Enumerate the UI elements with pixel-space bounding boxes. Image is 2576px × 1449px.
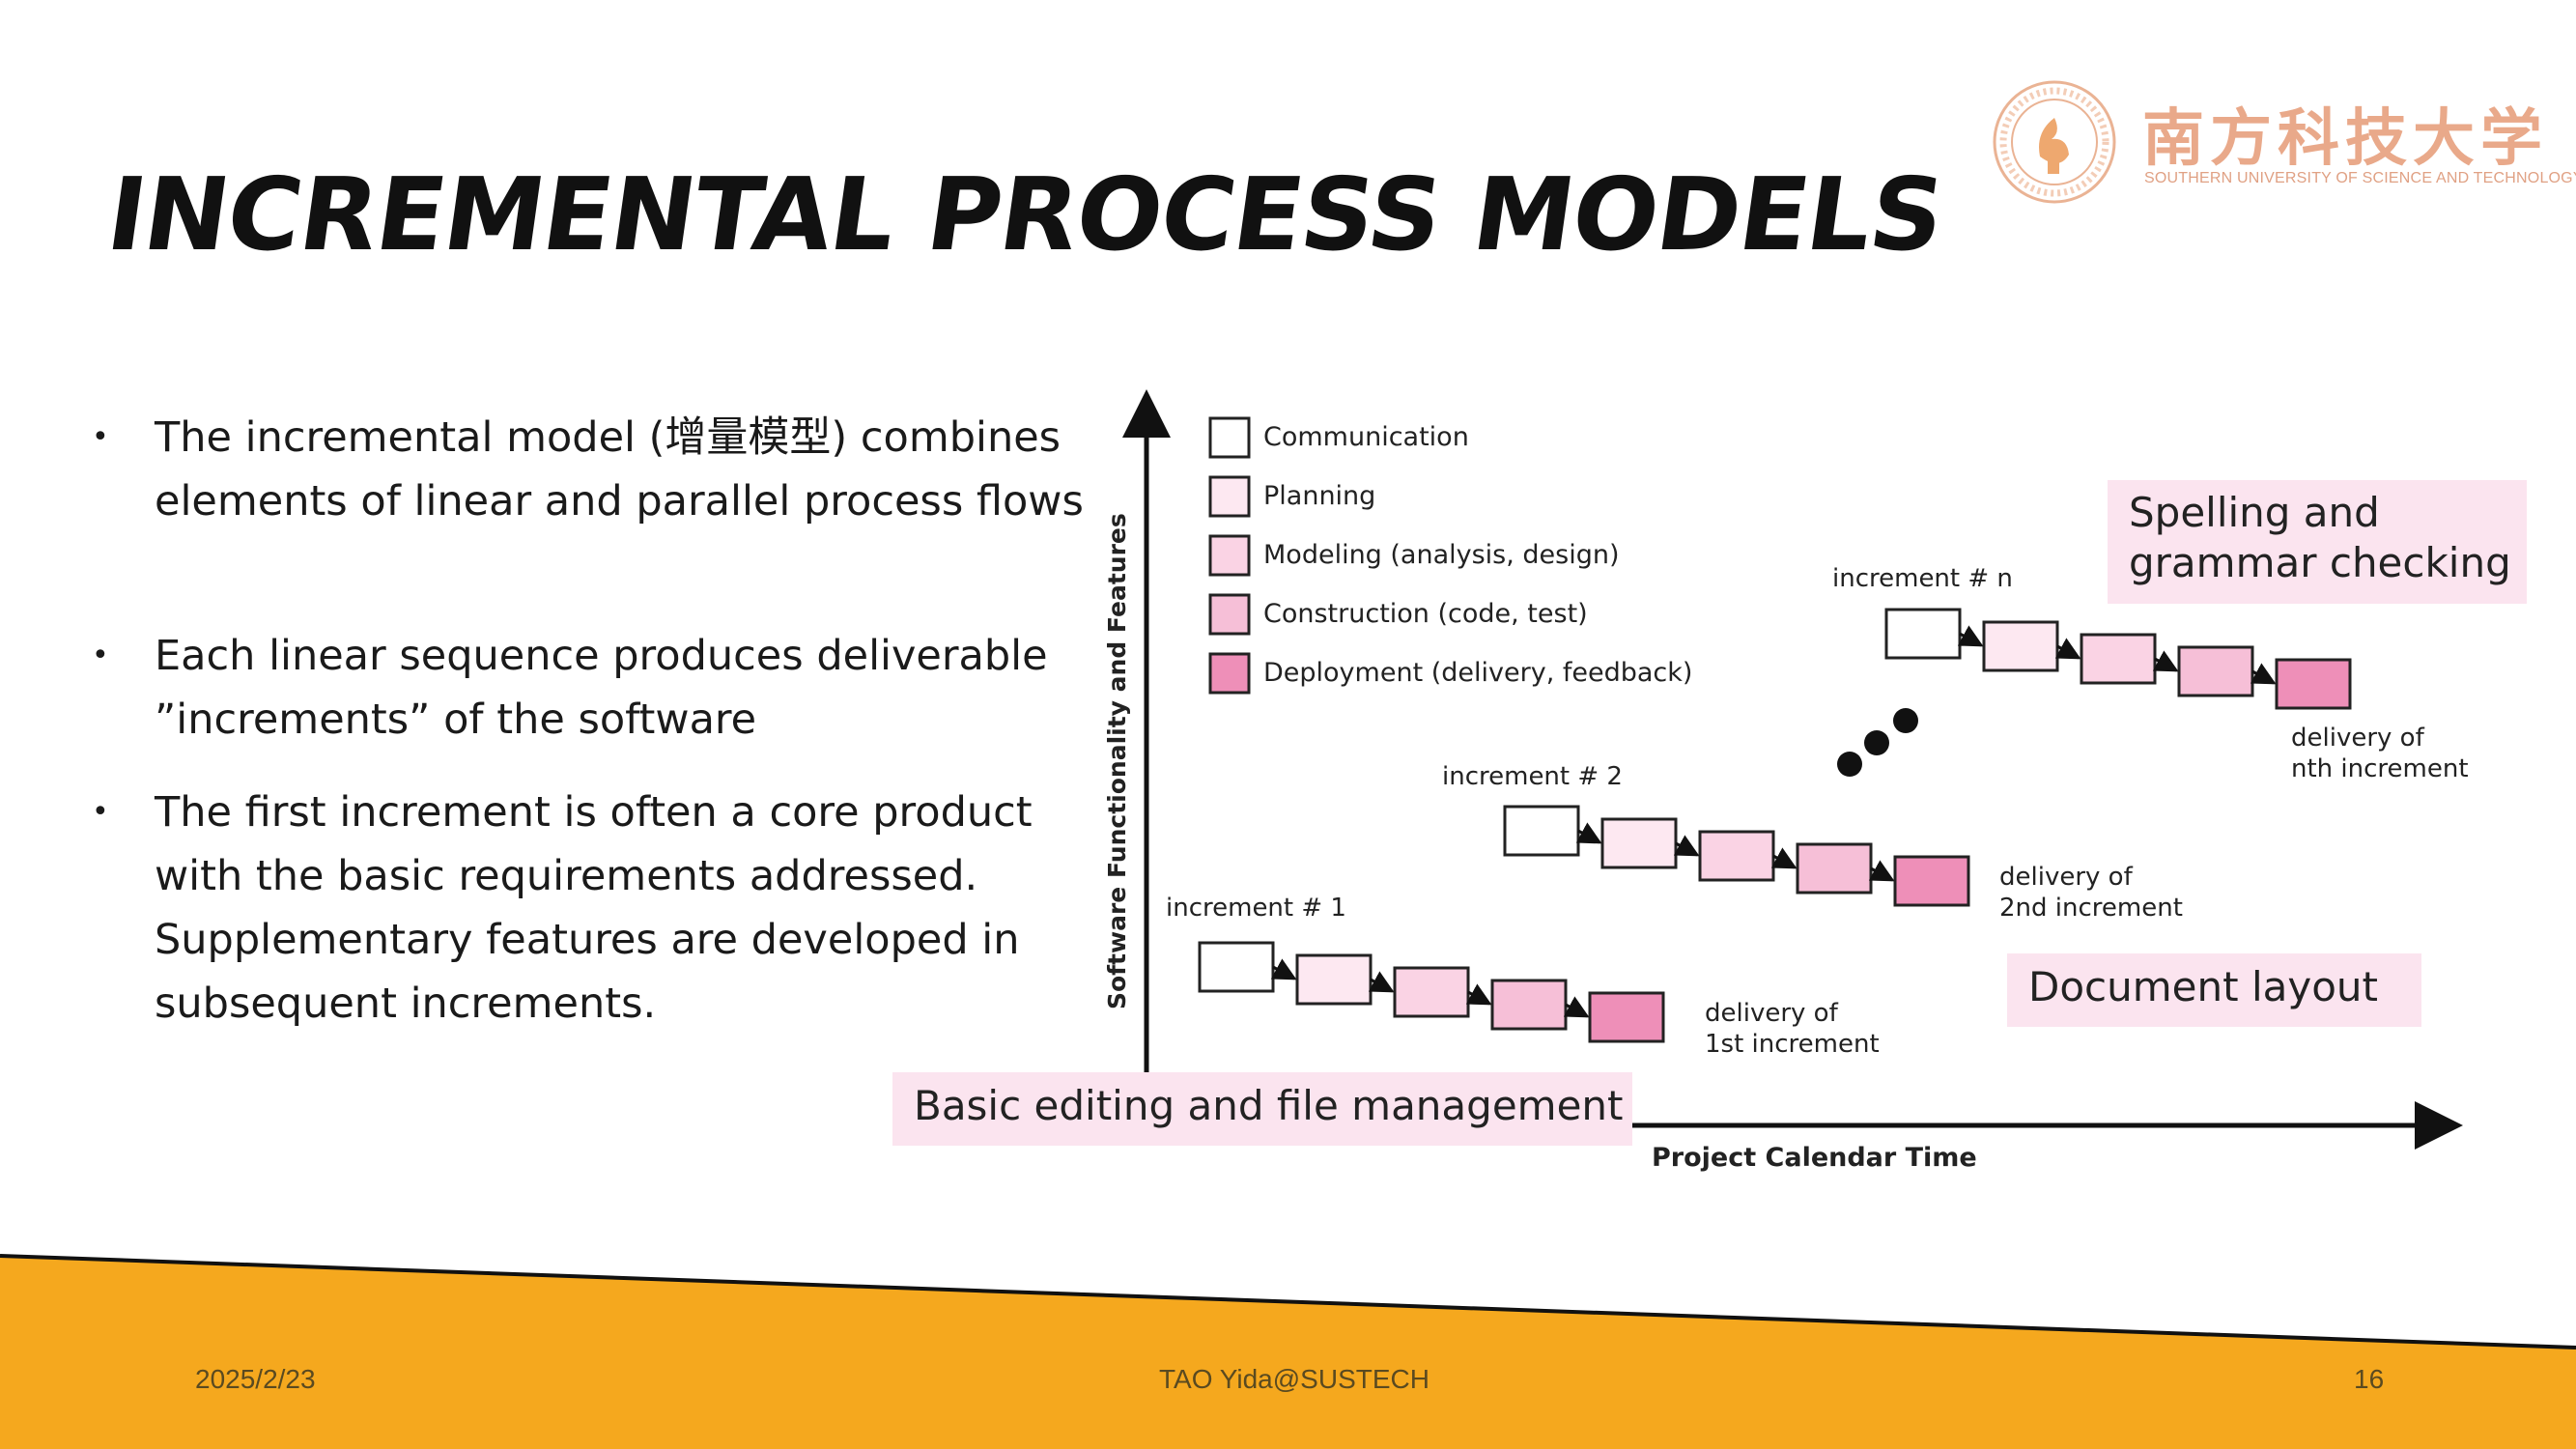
delivery-label: delivery of [2291,724,2425,753]
flow-arrow [2250,663,2277,685]
phase-construction [1490,979,1568,1031]
legend-item: Deployment (delivery, feedback) [1208,652,1692,695]
ellipsis-dot [1893,708,1918,733]
phase-planning [1600,817,1678,869]
university-seal-icon [1993,80,2116,204]
ellipsis-dots [1837,708,1918,777]
increment-n: increment # n delivery of nth increment [1832,564,2469,783]
bullet-text: The incremental model (增量模型) combines el… [155,413,1084,526]
increment-label: increment # 2 [1442,762,1623,791]
legend-label: Construction (code, test) [1263,599,1588,629]
delivery-label: nth increment [2291,754,2469,783]
phase-communication [1884,608,1962,660]
phase-modeling [2080,633,2157,685]
ellipsis-dot [1837,752,1862,777]
delivery-label: 1st increment [1705,1030,1880,1059]
flow-arrow [1868,860,1895,882]
legend-label: Modeling (analysis, design) [1263,540,1620,570]
bullet-dot-icon: • [92,795,109,829]
callout-spelling-grammar: Spelling and grammar checking [2108,480,2527,604]
bullet-dot-icon: • [92,420,109,454]
flow-arrow [1563,996,1590,1018]
footer-author: TAO Yida@SUSTECH [1159,1364,1430,1394]
legend-swatch [1208,534,1251,577]
delivery-label: delivery of [1705,999,1839,1028]
phase-construction [1796,842,1873,895]
bullet-text: The first increment is often a core prod… [155,788,1033,1028]
delivery-label: delivery of [1999,863,2134,892]
legend-swatch [1208,416,1251,459]
flow-arrow [1270,958,1297,980]
phase-planning [1982,620,2059,672]
phase-deployment [1893,855,1970,907]
increment-label: increment # 1 [1166,894,1346,923]
flow-arrow [1957,625,1984,647]
legend-item: Planning [1208,475,1375,518]
incremental-model-diagram: Software Functionality and Features Proj… [1062,382,2473,1203]
increment-1: increment # 1 delivery of 1st increment [1166,894,1880,1059]
increment-2: increment # 2 delivery of 2nd increment [1442,762,2183,923]
footer-date: 2025/2/23 [195,1364,316,1394]
y-axis-label: Software Functionality and Features [1103,513,1131,1009]
legend-item: Construction (code, test) [1208,593,1588,636]
x-axis-label: Project Calendar Time [1652,1143,1977,1173]
phase-construction [2177,645,2254,697]
legend-item: Modeling (analysis, design) [1208,534,1620,577]
legend-swatch [1208,593,1251,636]
phase-communication [1503,805,1580,857]
legend-label: Planning [1263,481,1375,511]
phase-deployment [1588,991,1665,1043]
flow-arrow [1465,983,1492,1006]
phase-communication [1198,941,1275,993]
flow-arrow [2152,650,2179,672]
slide-title: INCREMENTAL PROCESS MODELS [99,156,1951,273]
logo-english-name: SOUTHERN UNIVERSITY OF SCIENCE AND TECHN… [2144,170,2576,186]
legend-swatch [1208,475,1251,518]
flow-arrow [1770,847,1798,869]
callout-document-layout: Document layout [2007,953,2421,1027]
delivery-label: 2nd increment [1999,894,2183,923]
flow-arrow [1575,822,1602,844]
flow-arrow [1673,835,1700,857]
logo-chinese-name: 南方科技大学 [2142,102,2548,175]
legend-label: Communication [1263,422,1469,452]
phase-deployment [2275,658,2352,710]
bullet-dot-icon: • [92,639,109,672]
university-logo: 南方科技大学 SOUTHERN UNIVERSITY OF SCIENCE AN… [1992,79,2576,210]
callout-line: Spelling and [2129,489,2380,536]
ellipsis-dot [1864,730,1889,755]
legend: Communication Planning Modeling (analysi… [1208,416,1692,695]
increment-label: increment # n [1832,564,2013,593]
callout-basic-editing: Basic editing and file management [892,1072,1632,1146]
footer-page-number: 16 [2354,1364,2385,1394]
phase-modeling [1393,966,1470,1018]
legend-item: Communication [1208,416,1469,459]
legend-label: Deployment (delivery, feedback) [1263,658,1692,688]
phase-modeling [1698,830,1775,882]
legend-swatch [1208,652,1251,695]
flow-arrow [2054,638,2081,660]
callout-line: grammar checking [2129,539,2511,586]
footer-band [0,1254,2576,1449]
phase-planning [1295,953,1373,1006]
flow-arrow [1368,971,1395,993]
bullet-text: Each linear sequence produces deliverabl… [155,632,1048,744]
